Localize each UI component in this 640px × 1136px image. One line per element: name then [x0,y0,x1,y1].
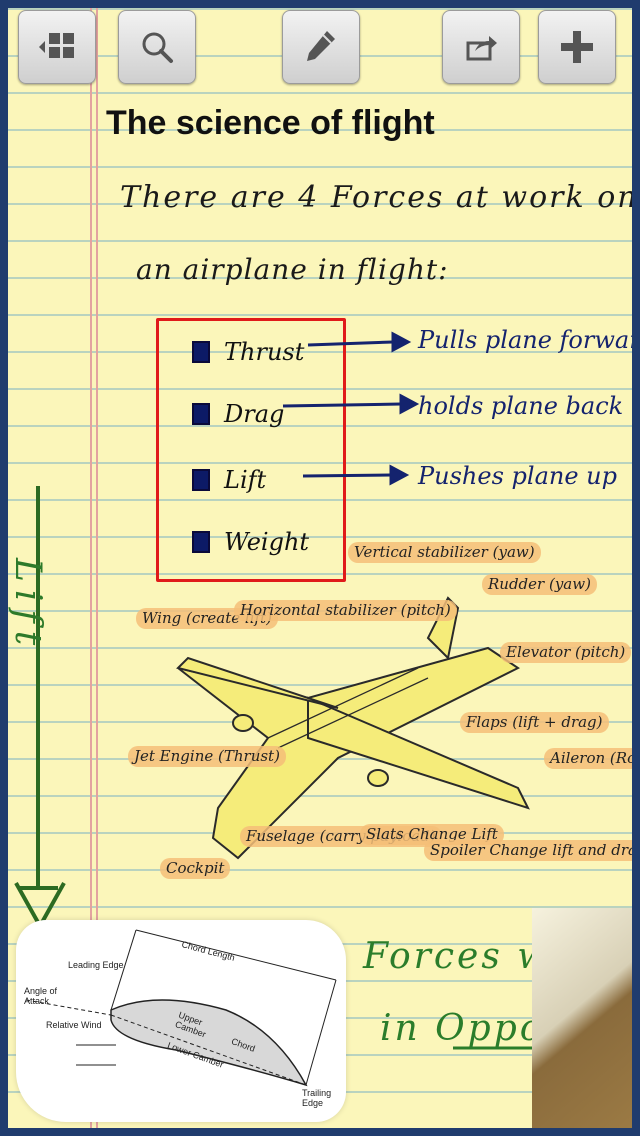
force-label: Weight [224,528,310,556]
share-button[interactable] [442,10,520,84]
add-icon [561,31,593,63]
pencil-button[interactable] [282,10,360,84]
airfoil-diagram[interactable]: Chord Length Leading Edge Angle of Attac… [16,920,346,1122]
forces-box [156,318,346,582]
force-description: holds plane back [418,392,624,420]
label-aileron: Aileron (Roll) [544,748,632,770]
airfoil-drawing [25,929,337,1087]
add-button[interactable] [538,10,616,84]
label-angle-of-attack: Angle of Attack [24,986,58,1006]
lift-side-label: Lift [8,558,48,654]
margin-line [96,8,98,1128]
label-jet-engine: Jet Engine (Thrust) [128,746,286,768]
wind-line [25,999,112,1016]
force-label: Thrust [224,338,305,366]
label-slats: Slats Change Lift [360,824,504,846]
airfoil-shape [110,999,308,1087]
force-description: Pulls plane forward [418,326,632,354]
label-elevator: Elevator (pitch) [500,642,632,664]
checkbox-icon [192,341,210,363]
label-cockpit: Cockpit [160,858,231,880]
chord-length-line [135,929,337,981]
force-item-thrust: Thrust [192,338,304,366]
arrow-head [389,464,410,486]
label-trailing-edge: Trailing Edge [302,1088,332,1108]
label-horizontal-stabilizer: Horizontal stabilizer (pitch) [234,600,457,622]
checkbox-icon [192,531,210,553]
force-item-lift: Lift [192,466,266,494]
label-relative-wind: Relative Wind [46,1020,102,1030]
label-rudder: Rudder (yaw) [482,574,597,596]
force-label: Drag [224,400,285,428]
force-item-drag: Drag [192,400,284,428]
label-flaps: Flaps (lift + drag) [460,712,609,734]
note-title: The science of flight [106,104,435,142]
note-page[interactable]: The science of flight There are 4 Forces… [8,8,632,1128]
arrow-head [391,331,412,353]
grid-menu-icon [39,33,74,58]
label-vertical-stabilizer: Vertical stabilizer (yaw) [348,542,541,564]
margin-line [90,8,92,1128]
share-icon [466,36,497,61]
note-text-line: an airplane in flight: [136,253,449,286]
search-icon [142,32,173,63]
label-leading-edge: Leading Edge [68,960,124,970]
force-description: Pushes plane up [418,462,617,490]
force-item-weight: Weight [192,528,309,556]
checkbox-icon [192,469,210,491]
grid-menu-button[interactable] [18,10,96,84]
checkbox-icon [192,403,210,425]
force-label: Lift [224,466,267,494]
arrow-head [399,393,420,415]
note-text-line: There are 4 Forces at work on [120,180,632,215]
page-curl[interactable] [532,908,632,1128]
pencil-icon [307,31,335,61]
label-spoiler: Spoiler Change lift and drag (Rotate Bod… [424,840,632,862]
search-button[interactable] [118,10,196,84]
